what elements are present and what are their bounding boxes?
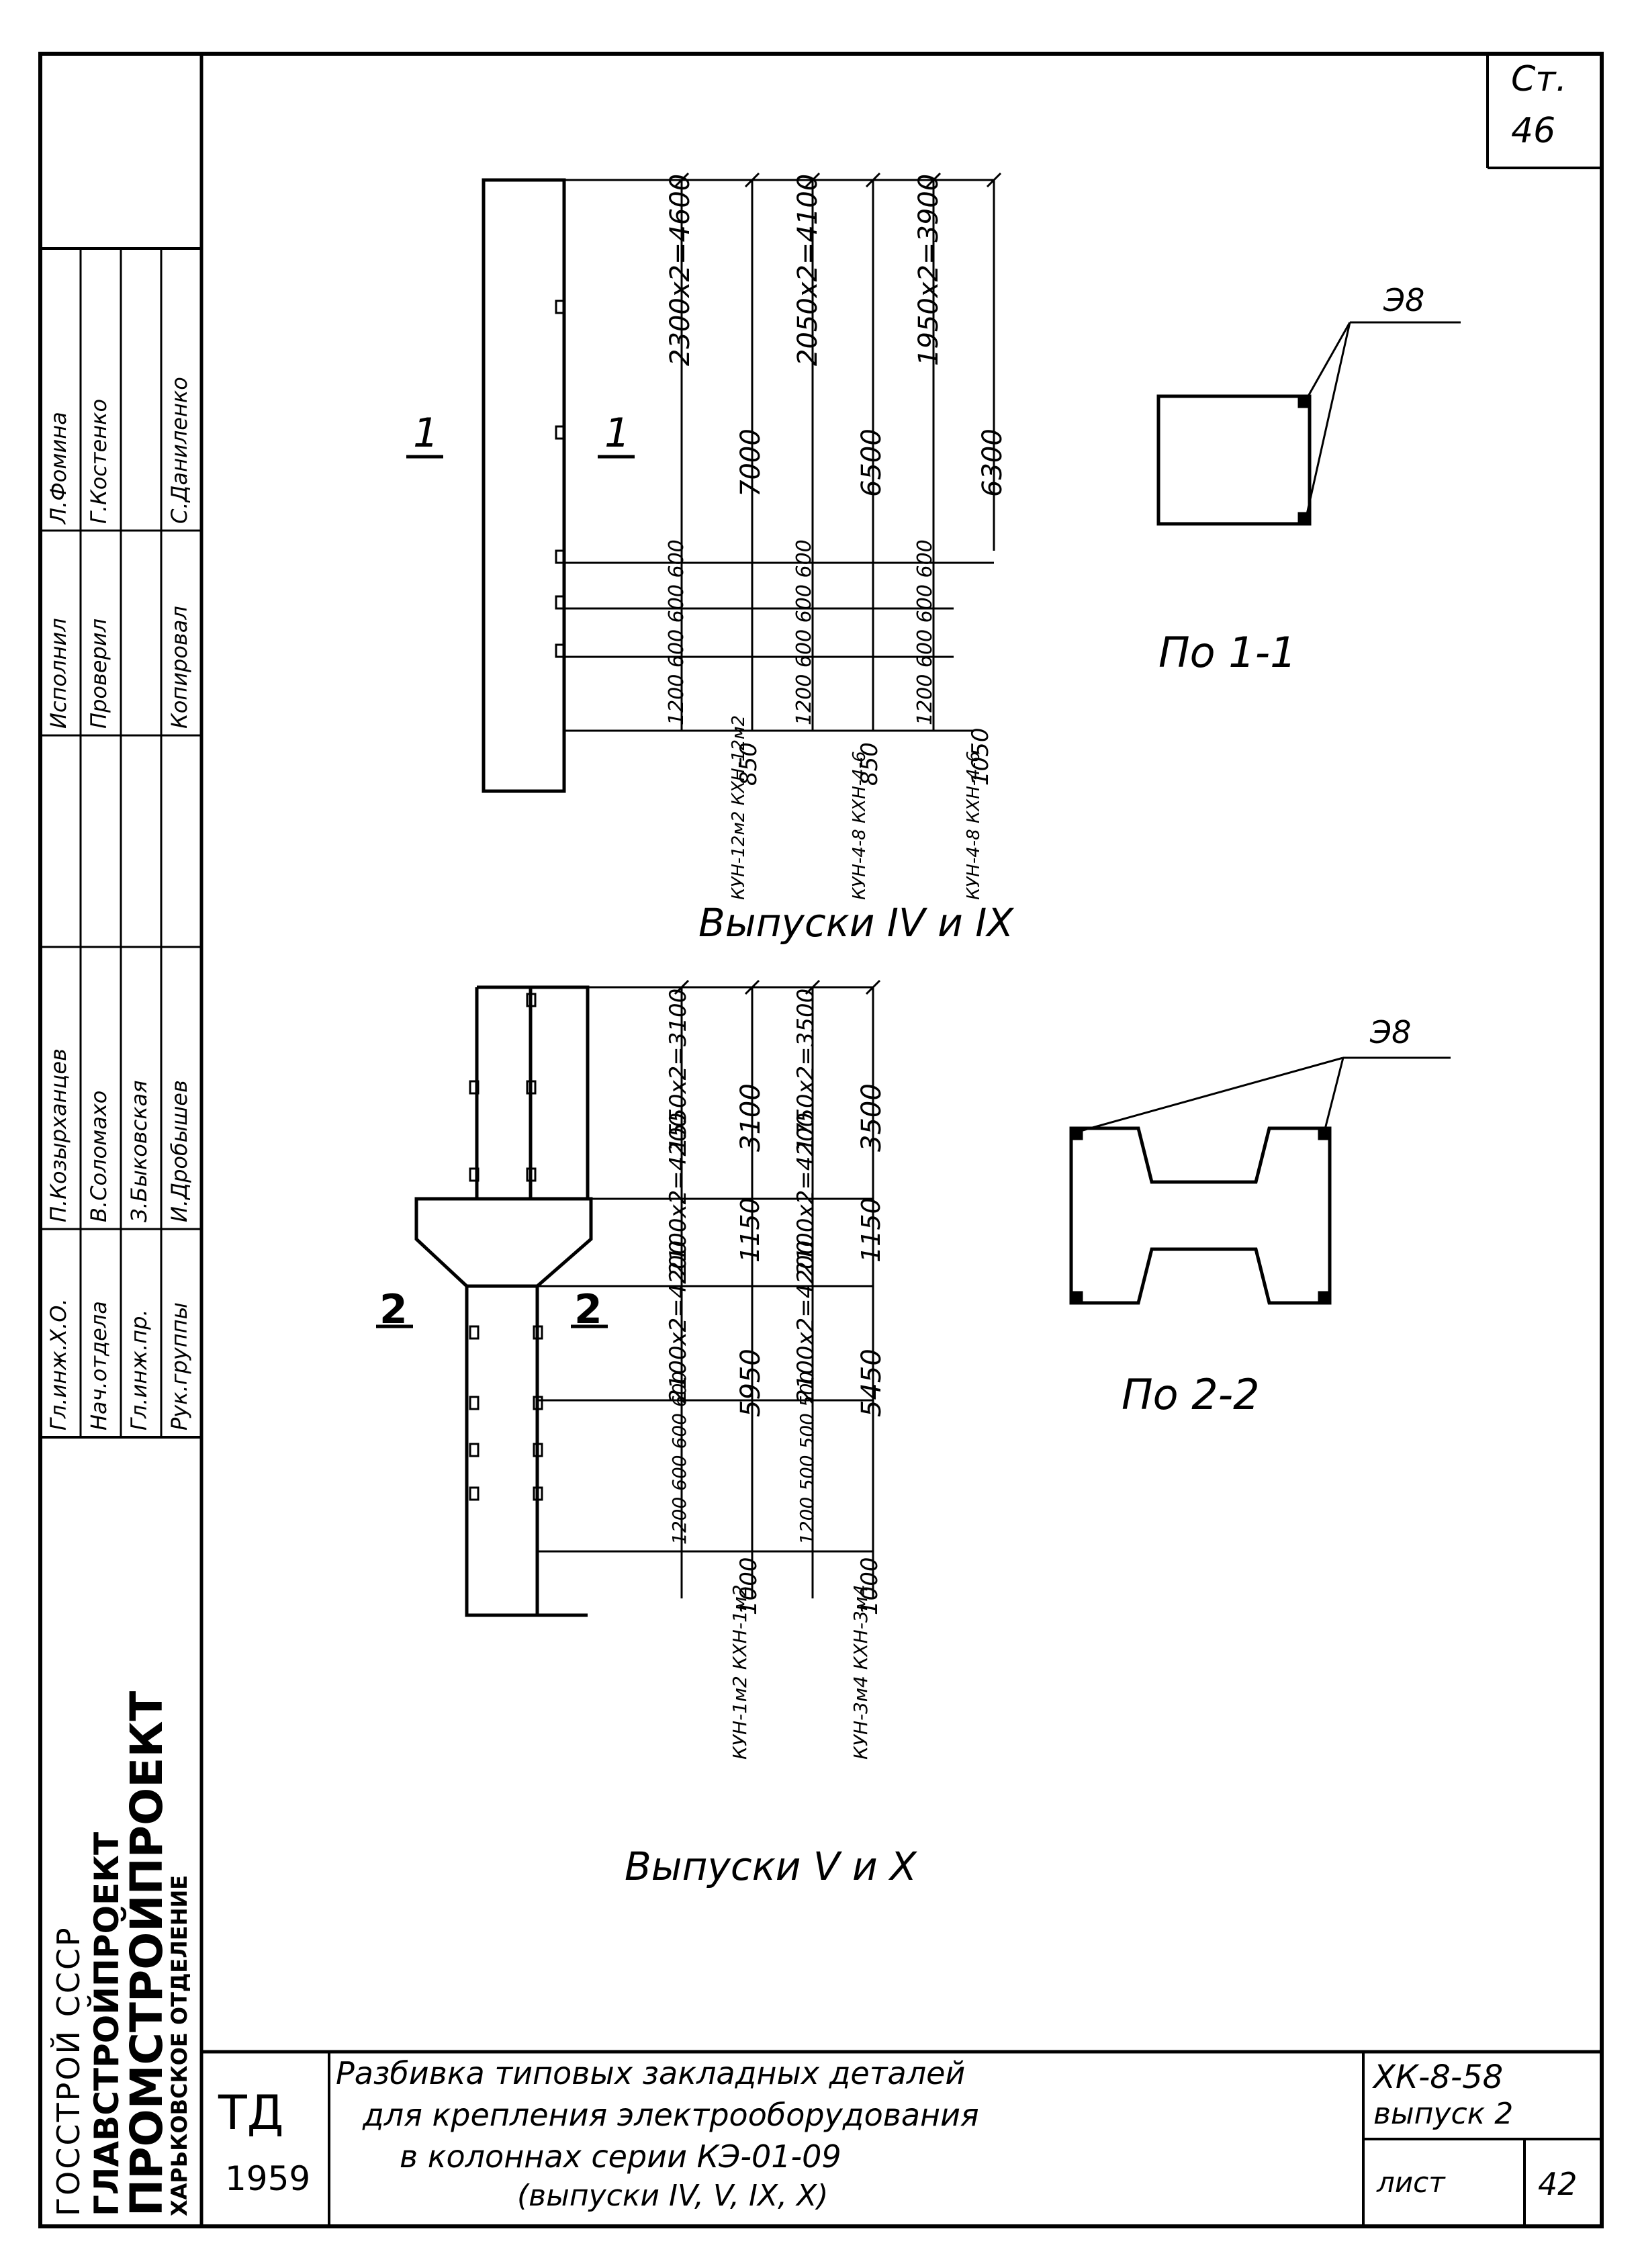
bottom-dim-lower-3: 5450 [856,1349,887,1417]
sig-role-1: Гл.инж.Х.О. [46,1298,71,1431]
section-1-1-label: По 1-1 [1158,628,1297,677]
bottom-caption: Выпуски V и X [625,1844,917,1889]
top-dim-lower-2: 1200 600 600 600 [913,539,937,725]
sig-name-2: В.Соломахо [86,1090,111,1222]
bottom-col-mark-right: 2 [574,1286,602,1333]
top-dim-lower-0: 1200 600 600 600 [665,539,688,725]
top-col-code-0: КУН-12м2 КХН-12м2 [729,715,749,900]
top-col-mark-left: 1 [413,410,439,457]
sig-role-4: Рук.группы [167,1302,192,1431]
section-2-2-ref: Э8 [1370,1014,1412,1050]
bottom-dim-bottom-1: 1200 500 500 500 [796,1371,818,1545]
page-number: 46 [1511,111,1556,151]
sig-role-7: Копировал [167,606,192,729]
section-1-1-drawing [1156,321,1461,526]
org-line3: ПРОМСТРОЙПРОЕКТ [121,1690,173,2216]
org-line1: ГОССТРОЙ СССР [50,1925,87,2216]
sheet-label: лист [1377,2166,1445,2199]
bottom-dim-3: 3500 [856,1083,887,1152]
title-line-4: (выпуски IV, V, IX, X) [517,2179,829,2213]
bottom-dim-lower-1: 5950 [735,1349,766,1417]
sig-role-2: Нач.отдела [86,1301,111,1431]
bottom-dim-1: 3100 [735,1083,766,1152]
sig-name-6: Г.Костенко [86,398,111,524]
top-dim-5: 6300 [977,428,1008,497]
section-2-2-label: По 2-2 [1122,1370,1260,1419]
section-1-1-ref: Э8 [1383,282,1425,318]
page-label: Ст. [1511,59,1567,99]
top-dim-3: 6500 [856,428,887,497]
top-col-mark-right: 1 [604,410,631,457]
outer-frame [38,52,1604,2228]
sig-name-3: З.Быковская [126,1080,152,1222]
org-line4: ХАРЬКОВСКОЕ ОТДЕЛЕНИЕ [167,1874,192,2216]
title-line-3: в колоннах серии КЭ-01-09 [400,2138,841,2175]
sheet-number: 42 [1538,2166,1578,2202]
bottom-column-drawing [376,979,881,1617]
bottom-dim-bottom-0: 1200 600 600 600 [668,1371,690,1545]
top-col-code-2: КУН-4-8 КХН-4-6 [964,751,984,900]
top-dim-1: 7000 [735,428,766,497]
bottom-col-code-0: КУН-1м2 КХН-1м2 [729,1584,751,1760]
title-year: 1959 [225,2159,311,2198]
title-td: ТД [218,2085,284,2140]
section-2-2-drawing [1069,1056,1451,1305]
top-dim-2: 2050х2=4100 [792,173,823,366]
bottom-dim-mid-1: 1150 [735,1197,765,1263]
top-dim-0: 2300х2=4600 [665,173,696,366]
sig-name-1: П.Козырханцев [46,1048,71,1222]
title-line-1: Разбивка типовых закладных деталей [336,2055,966,2091]
top-col-code-1: КУН-4-8 КХН-4-6 [850,751,870,900]
bottom-col-code-1: КУН-3м4 КХН-3м4 [850,1584,872,1760]
top-column-drawing [406,172,1002,793]
sig-name-5: Л.Фомина [46,412,71,524]
bottom-dim-mid-3: 1150 [856,1197,886,1263]
top-dim-4: 1950х2=3900 [913,173,944,366]
sig-role-6: Проверил [86,618,111,729]
sig-role-3: Гл.инж.пр. [126,1309,152,1431]
sig-name-4: И.Дробышев [167,1080,192,1222]
title-line-2: для крепления электрооборудования [363,2097,979,2133]
top-dim-lower-1: 1200 600 600 600 [792,539,816,725]
sig-name-7: С.Даниленко [167,377,192,524]
sig-role-5: Исполнил [46,618,71,729]
doc-issue: выпуск 2 [1373,2097,1514,2131]
doc-code: ХК-8-58 [1373,2058,1504,2096]
top-caption: Выпуски IV и IX [698,900,1014,946]
bottom-col-mark-left: 2 [379,1286,408,1333]
